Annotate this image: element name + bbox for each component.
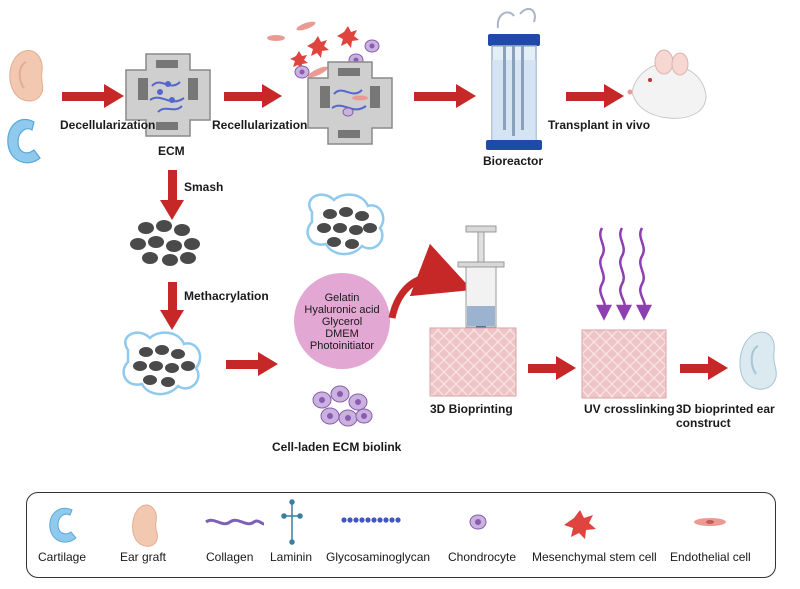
bioprinted-ear-icon [739,331,777,390]
ear-graft-icon [9,50,44,102]
bioreactor-icon [486,7,542,150]
legend-collagen-icon [205,518,265,526]
arrow-to-recellularized [224,84,282,108]
label-construct-line2: construct [676,416,731,430]
arrow-to-bioreactor [414,84,476,108]
legend-ear-graft-icon [132,504,158,547]
label-transplant: Transplant in vivo [548,118,651,132]
cartilage-icon [7,118,41,164]
legend-label-endothelial-cell: Endothelial cell [670,550,751,564]
chondrocyte-cluster-icon [312,385,373,427]
legend-mesenchymal-stem-cell-icon [564,510,596,539]
gelma-cluster-icon [306,193,385,256]
label-smash: Smash [184,180,224,194]
legend-glycosaminoglycan-icon [341,517,401,523]
legend-endothelial-cell-icon [694,518,726,526]
legend-label-glycosaminoglycan: Glycosaminoglycan [326,550,431,564]
legend [26,492,776,578]
arrow-curve-to-syringe [388,243,473,319]
legend-label-collagen: Collagen [206,550,254,564]
mix-item: Photoinitiator [309,340,375,352]
arrow-to-construct [680,356,728,380]
legend-label-laminin: Laminin [270,550,313,564]
bioprint-scaffold [429,327,517,397]
mix-item: Glycerol [321,316,363,328]
legend-label-chondrocyte: Chondrocyte [448,550,517,564]
recellularized-scaffold-icon [307,61,393,145]
mix-ingredients: Gelatin Hyaluronic acid Glycerol DMEM Ph… [296,292,388,352]
arrow-to-rat [566,84,624,108]
mix-item: DMEM [325,328,359,340]
legend-laminin-icon [281,499,303,545]
ecm-particles-icon [130,220,200,266]
mix-item: Gelatin [324,292,360,304]
arrow-to-uv [528,356,576,380]
arrow-to-ecm [62,84,124,108]
label-ecm: ECM [158,144,185,158]
legend-chondrocyte-icon [469,514,487,530]
label-methacrylation: Methacrylation [184,289,269,303]
arrow-methacrylation [160,282,184,330]
label-bioprinting: 3D Bioprinting [430,402,513,416]
label-uv-crosslinking: UV crosslinking [584,402,675,416]
label-biolink: Cell-laden ECM biolink [272,440,402,454]
gelma-particles-icon [122,331,202,396]
label-recellularization: Recellularization [212,118,308,132]
legend-label-mesenchymal-stem-cell: Mesenchymal stem cell [532,550,657,564]
legend-label-ear-graft: Ear graft [120,550,167,564]
label-construct-line1: 3D bioprinted ear [676,402,775,416]
mix-item: Hyaluronic acid [304,304,380,316]
uv-light-icon [595,227,653,321]
ecm-scaffold-icon [125,53,211,137]
arrow-smash [160,170,184,220]
arrow-to-mix [226,352,278,376]
uv-scaffold [581,329,667,399]
mix-circle [294,273,390,369]
label-decellularization: Decellularization [60,118,156,132]
rat-icon [627,49,707,119]
legend-label-cartilage: Cartilage [38,550,87,564]
label-bioreactor: Bioreactor [483,154,544,168]
legend-cartilage-icon [49,507,77,543]
